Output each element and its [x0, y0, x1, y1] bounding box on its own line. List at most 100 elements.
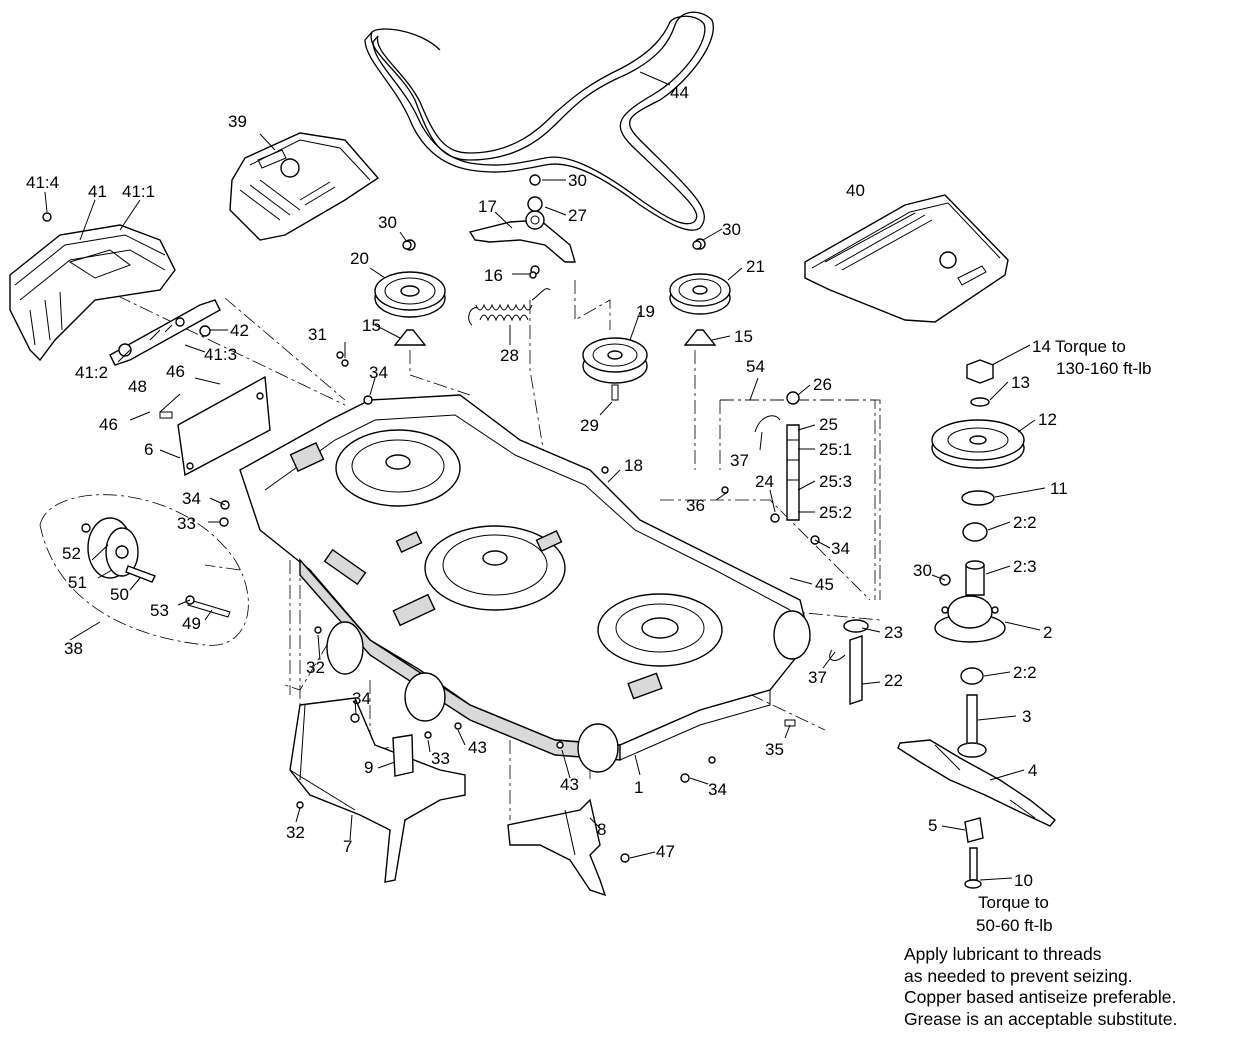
callout-20: 20 [350, 249, 369, 268]
deck-spindle-center [424, 525, 566, 611]
callout-24: 24 [755, 472, 774, 491]
callout-34b: 34 [182, 489, 201, 508]
callout-39: 39 [228, 112, 247, 131]
callout-4: 4 [1028, 761, 1037, 780]
callout-50: 50 [110, 585, 129, 604]
callout-38: 38 [64, 639, 83, 658]
callout-41-4: 41:4 [26, 173, 59, 192]
callout-14: 14 [1032, 337, 1051, 356]
callout-7: 7 [343, 837, 352, 856]
idler-pulley-19 [582, 337, 648, 401]
idler-pulley-21 [669, 238, 731, 315]
callout-54: 54 [746, 357, 765, 376]
callout-5: 5 [928, 816, 937, 835]
tension-spring-assembly [720, 391, 876, 600]
callout-30d: 30 [913, 561, 932, 580]
callout-36: 36 [686, 496, 705, 515]
lubricant-note-line: as needed to prevent seizing. [904, 965, 1133, 986]
callout-33a: 33 [177, 514, 196, 533]
leader-lines [44, 71, 1046, 881]
callout-34c: 34 [831, 539, 850, 558]
callout-28: 28 [500, 346, 519, 365]
callout-23: 23 [884, 623, 903, 642]
deck-decals [289, 441, 663, 700]
lubricant-note-line: Grease is an acceptable substitute. [904, 1008, 1178, 1029]
rear-mount-plate [177, 375, 271, 477]
callout-2-3: 2:3 [1013, 557, 1037, 576]
callout-30b: 30 [378, 213, 397, 232]
deck-spindle-right [597, 593, 723, 667]
deck-rollers [326, 610, 811, 773]
lubricant-note: Apply lubricant to threads as needed to … [904, 944, 1256, 1030]
callout-31: 31 [308, 325, 327, 344]
deck-baffle-7 [289, 697, 466, 883]
callout-32a: 32 [306, 658, 325, 677]
idler-spring [468, 288, 551, 326]
callout-9: 9 [364, 758, 373, 777]
callout-29: 29 [580, 416, 599, 435]
callout-3: 3 [1022, 707, 1031, 726]
callout-2-2a: 2:2 [1013, 513, 1037, 532]
drive-belt [364, 11, 714, 231]
callout-2: 2 [1043, 623, 1052, 642]
deck-spindle-left [335, 429, 461, 507]
callout-10: 10 [1014, 871, 1033, 890]
callout-37a: 37 [730, 451, 749, 470]
callout-25: 25 [819, 415, 838, 434]
callout-47: 47 [656, 842, 675, 861]
callout-51: 51 [68, 573, 87, 592]
idler-pulley-20 [374, 239, 446, 318]
callout-30a: 30 [568, 171, 587, 190]
callout-25-1: 25:1 [819, 440, 852, 459]
callout-41-1: 41:1 [122, 182, 155, 201]
callout-27: 27 [568, 206, 587, 225]
callout-6: 6 [144, 440, 153, 459]
callout-labels: 1 2 2:2 2:3 2:2 3 4 5 6 7 8 9 10 11 12 1… [26, 83, 1068, 890]
callout-41: 41 [88, 182, 107, 201]
callout-32b: 32 [286, 823, 305, 842]
callout-41-2: 41:2 [75, 363, 108, 382]
torque-top-line2: 130-160 ft-lb [1056, 359, 1151, 378]
callout-46b: 46 [99, 415, 118, 434]
right-belt-cover [804, 194, 1009, 323]
center-belt-cover [229, 132, 380, 241]
torque-top-line1: Torque to [1055, 337, 1126, 356]
callout-43a: 43 [468, 738, 487, 757]
callout-46a: 46 [166, 362, 185, 381]
callout-2-2b: 2:2 [1013, 663, 1037, 682]
callout-16: 16 [484, 266, 503, 285]
left-belt-cover [9, 224, 176, 362]
callout-53: 53 [150, 601, 169, 620]
lubricant-note-line: Apply lubricant to threads [904, 944, 1102, 964]
cover-hinge-bracket [109, 299, 221, 366]
callout-44: 44 [670, 83, 689, 102]
callout-15a: 15 [362, 316, 381, 335]
spindle-stack [897, 359, 1056, 889]
callout-22: 22 [884, 671, 903, 690]
callout-18: 18 [624, 456, 643, 475]
callout-43b: 43 [560, 775, 579, 794]
hardware-bits [42, 212, 951, 863]
callout-52: 52 [62, 544, 81, 563]
callout-48: 48 [128, 377, 147, 396]
callout-15b: 15 [734, 327, 753, 346]
callout-37b: 37 [808, 668, 827, 687]
callout-17: 17 [478, 197, 497, 216]
callout-8: 8 [597, 820, 606, 839]
callout-13: 13 [1011, 373, 1030, 392]
callout-42: 42 [230, 321, 249, 340]
callout-49: 49 [182, 614, 201, 633]
height-adjust-pin [829, 619, 869, 705]
callout-35: 35 [765, 740, 784, 759]
callout-21: 21 [746, 257, 765, 276]
callout-25-2: 25:2 [819, 503, 852, 522]
torque-bottom-line1: Torque to [978, 893, 1049, 912]
callout-12: 12 [1038, 410, 1057, 429]
callout-41-3: 41:3 [204, 345, 237, 364]
pulley-spacer-cones [393, 329, 717, 346]
callout-34e: 34 [708, 780, 727, 799]
callout-19: 19 [636, 302, 655, 321]
callout-1: 1 [634, 778, 643, 797]
idler-arm [468, 174, 576, 275]
